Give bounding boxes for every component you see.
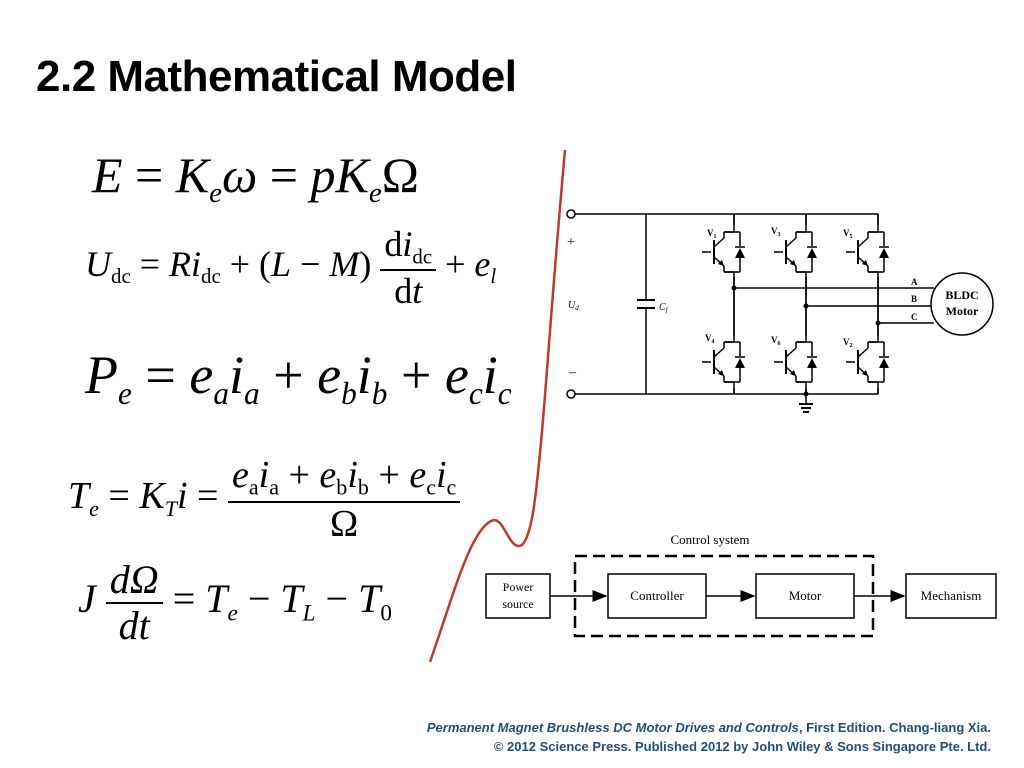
ground-icon xyxy=(799,391,813,413)
footer-book-title: Permanent Magnet Brushless DC Motor Driv… xyxy=(426,720,799,735)
equation-motion: J dΩ dt = Te − TL − T0 xyxy=(78,557,392,648)
phase-b-label: B xyxy=(911,294,917,304)
mechanism-label: Mechanism xyxy=(921,588,982,603)
footer-citation-line1: Permanent Magnet Brushless DC Motor Driv… xyxy=(427,720,991,735)
switch-label-v4: V4 xyxy=(705,333,715,345)
minus-label: – xyxy=(568,365,577,380)
control-system-boundary xyxy=(573,554,875,638)
inverter-circuit: + – Ud Cf xyxy=(566,209,994,413)
equation-voltage: Udc = Ridc + (L − M) didc dt + el xyxy=(85,224,497,312)
slide-title: 2.2 Mathematical Model xyxy=(36,52,517,101)
plus-label: + xyxy=(567,235,575,250)
fraction-di-dt: didc dt xyxy=(380,226,437,309)
power-source-block xyxy=(485,573,551,619)
power-source-line2: source xyxy=(502,597,533,611)
equation-power: Pe = eaia + ebib + ecic xyxy=(85,345,512,411)
block-diagram: Control system Power source Controller M… xyxy=(485,532,997,638)
cap-label: Cf xyxy=(659,302,669,314)
switch-label-v3: V3 xyxy=(771,226,781,238)
footer-edition: , First Edition. Chang-liang Xia. xyxy=(798,720,991,735)
footer-citation-line2: © 2012 Science Press. Published 2012 by … xyxy=(493,739,991,754)
equation-back-emf: E = Keω = pKeΩ xyxy=(92,147,419,210)
control-system-label: Control system xyxy=(670,532,749,547)
controller-label: Controller xyxy=(630,588,684,603)
switch-label-v2: V2 xyxy=(843,337,853,349)
bldc-motor xyxy=(930,272,994,336)
separator-curve xyxy=(428,149,567,663)
power-source-line1: Power xyxy=(503,580,534,594)
motor-block xyxy=(755,573,855,619)
positive-terminal xyxy=(566,209,576,219)
switch-label-v1: V1 xyxy=(707,228,717,240)
equation-torque: Te = KTi = eaia + ebib + ecic Ω xyxy=(68,456,461,543)
motor-block-label: Motor xyxy=(789,588,822,603)
motor-label-line1: BLDC xyxy=(945,288,978,302)
controller-block xyxy=(607,573,707,619)
switch-label-v6: V6 xyxy=(771,335,781,347)
fraction-domega-dt: dΩ dt xyxy=(105,560,163,646)
ud-label: Ud xyxy=(568,300,579,312)
phase-a-label: A xyxy=(911,277,918,287)
mechanism-block xyxy=(905,573,997,619)
motor-label-line2: Motor xyxy=(946,304,979,318)
switch-label-v5: V5 xyxy=(843,228,853,240)
phase-c-label: C xyxy=(911,312,918,322)
negative-terminal xyxy=(566,389,576,399)
fraction-torque: eaia + ebib + ecic Ω xyxy=(227,456,461,543)
